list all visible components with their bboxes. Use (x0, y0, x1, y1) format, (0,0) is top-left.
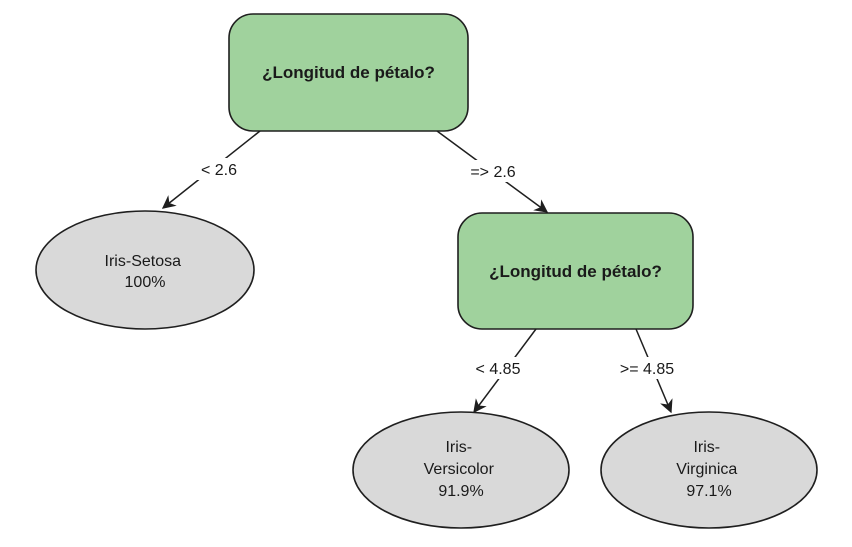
leaf-setosa-line-2: 100% (125, 274, 166, 291)
edge-label-lt-2-6: < 2.6 (201, 162, 237, 179)
edge-inner-to-versicolor: < 4.85 (466, 328, 537, 414)
leaf-versicolor-line-1: Iris- (445, 439, 472, 456)
leaf-setosa: Iris-Setosa 100% (35, 210, 255, 330)
root-question-label: ¿Longitud de pétalo? (262, 63, 435, 82)
svg-text:Iris- Virginica 97: Iris- Virginica 97.1% (676, 439, 742, 500)
leaf-virginica-line-2: Virginica (676, 461, 737, 478)
svg-text:Iris- Versicolor 9: Iris- Versicolor 91.9% (424, 439, 499, 500)
edge-label-lt-4-85: < 4.85 (476, 361, 521, 378)
edge-label-gte-4-85: >= 4.85 (620, 361, 674, 378)
svg-text:Iris-Setosa 100%: Iris-Setosa 100% (105, 253, 186, 291)
leaf-virginica-line-3: 97.1% (686, 483, 731, 500)
leaf-virginica: Iris- Virginica 97.1% (600, 411, 818, 529)
leaf-virginica-line-1: Iris- (693, 439, 720, 456)
leaf-setosa-line-1: Iris-Setosa (105, 253, 182, 270)
inner-decision-node: ¿Longitud de pétalo? (457, 212, 694, 330)
edge-label-gte-2-6: => 2.6 (470, 164, 515, 181)
root-decision-node: ¿Longitud de pétalo? (228, 13, 469, 132)
inner-question-label: ¿Longitud de pétalo? (489, 262, 662, 281)
leaf-versicolor-line-3: 91.9% (438, 483, 483, 500)
leaf-versicolor-line-2: Versicolor (424, 461, 495, 478)
leaf-versicolor: Iris- Versicolor 91.9% (352, 411, 570, 529)
edge-inner-to-virginica: >= 4.85 (607, 328, 687, 414)
edge-root-to-inner: => 2.6 (436, 130, 549, 213)
edge-root-to-setosa: < 2.6 (161, 130, 261, 209)
